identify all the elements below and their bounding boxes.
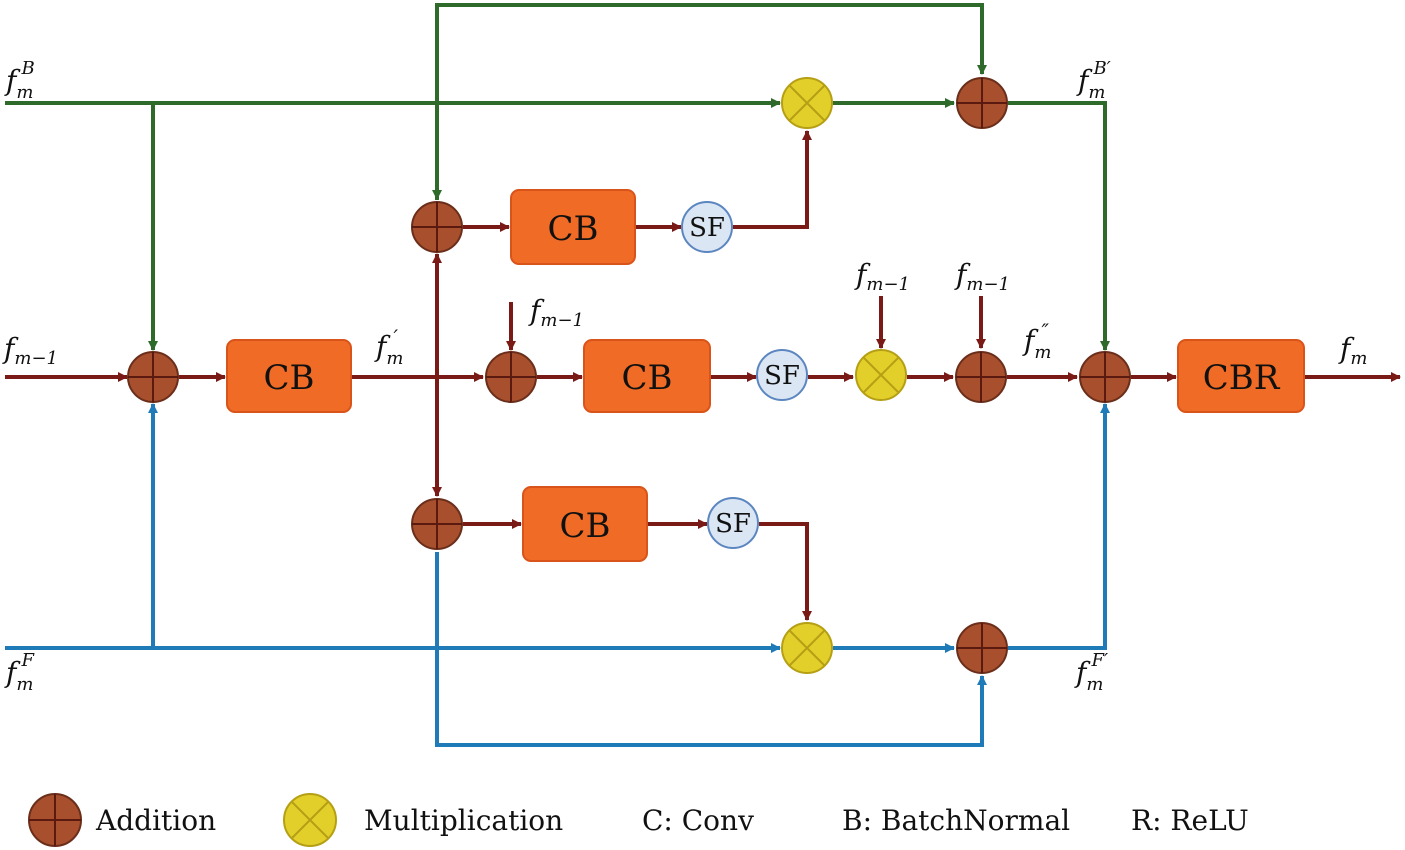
sf-node-mid: SF bbox=[756, 349, 808, 401]
multiplication-node-mid bbox=[855, 349, 907, 401]
multiplication-node-bottom bbox=[781, 622, 833, 674]
red-paths bbox=[5, 130, 1401, 621]
red-sf-upper-to-mul bbox=[733, 130, 812, 229]
legend-addition-icon bbox=[28, 793, 82, 847]
multiplication-node-top bbox=[781, 77, 833, 129]
cb-label: CB bbox=[264, 358, 315, 398]
legend-batchnorm-label: B: BatchNormal bbox=[842, 804, 1070, 837]
legend-addition-label: Addition bbox=[95, 804, 216, 837]
legend-conv-label: C: Conv bbox=[642, 804, 754, 837]
sf-node-bottom: SF bbox=[707, 497, 759, 549]
label-f-m-minus-1-mul: fm−1 bbox=[854, 258, 910, 295]
cb-block-mid: CB bbox=[583, 339, 711, 413]
label-f-m-minus-1-input: fm−1 bbox=[2, 332, 58, 369]
cb-label: CB bbox=[548, 209, 599, 249]
sf-label: SF bbox=[715, 509, 751, 539]
cbr-block: CBR bbox=[1177, 339, 1305, 413]
label-f-m-F-prime: fmF′ bbox=[1074, 650, 1108, 695]
cb-label: CB bbox=[560, 506, 611, 546]
addition-node-upper bbox=[411, 201, 463, 253]
red-sf-lower-to-mul bbox=[759, 522, 812, 621]
cbr-label: CBR bbox=[1203, 358, 1281, 398]
label-f-m-double-prime: fm″ bbox=[1022, 319, 1051, 363]
cb-block-bottom: CB bbox=[522, 486, 648, 562]
label-f-m-output: fm bbox=[1338, 332, 1367, 369]
cb-block-top: CB bbox=[510, 189, 636, 265]
sf-node-top: SF bbox=[681, 201, 733, 253]
cb-block-main-left: CB bbox=[226, 339, 352, 413]
addition-node-main bbox=[127, 351, 179, 403]
addition-node-mid bbox=[485, 351, 537, 403]
legend: Addition Multiplication C: Conv B: Batch… bbox=[28, 793, 1249, 847]
sf-label: SF bbox=[689, 213, 725, 243]
label-f-m-minus-1-add: fm−1 bbox=[954, 258, 1010, 295]
cb-label: CB bbox=[622, 358, 673, 398]
addition-node-mid2 bbox=[955, 351, 1007, 403]
blue-loop-bottom bbox=[435, 552, 987, 747]
addition-node-top bbox=[956, 77, 1008, 129]
addition-node-bottom bbox=[956, 622, 1008, 674]
blue-to-add-final bbox=[1008, 403, 1110, 650]
green-paths bbox=[5, 3, 1110, 351]
green-to-add-final bbox=[1008, 101, 1110, 351]
addition-node-lower bbox=[411, 498, 463, 550]
label-f-m-minus-1-mid: fm−1 bbox=[528, 294, 584, 331]
blue-paths bbox=[5, 403, 1110, 747]
legend-relu-label: R: ReLU bbox=[1131, 804, 1249, 837]
label-f-m-B-prime: fmB′ bbox=[1076, 58, 1111, 103]
label-f-m-prime: fm′ bbox=[374, 325, 403, 369]
legend-multiplication-label: Multiplication bbox=[364, 804, 563, 837]
green-loop-top bbox=[435, 3, 987, 200]
sf-label: SF bbox=[764, 361, 800, 391]
label-f-m-F: fmF bbox=[4, 650, 35, 695]
label-f-m-B: fmB bbox=[4, 58, 35, 103]
legend-multiplication-icon bbox=[283, 793, 337, 847]
addition-node-final bbox=[1079, 351, 1131, 403]
